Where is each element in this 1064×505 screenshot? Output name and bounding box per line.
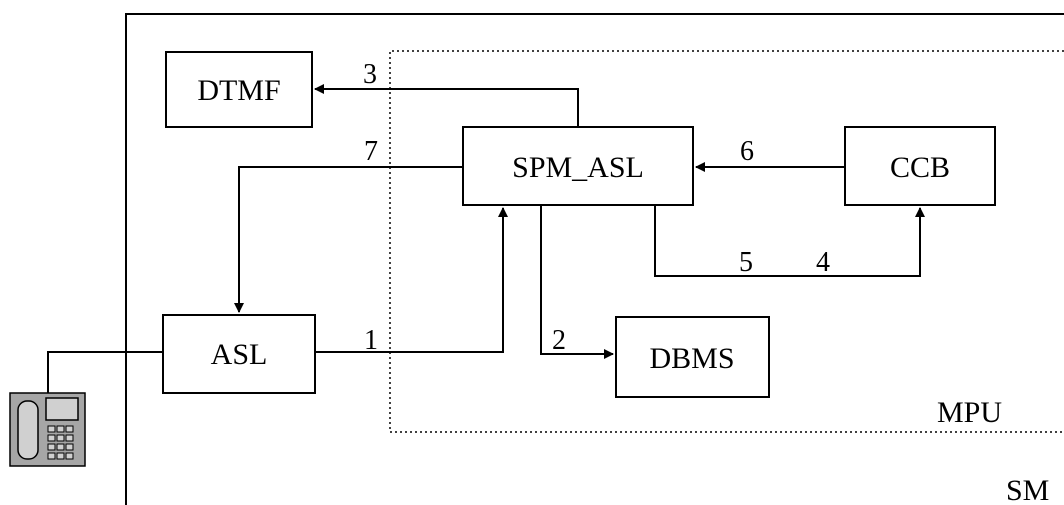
ccb-label: CCB (890, 151, 950, 184)
dbms-label: DBMS (649, 342, 734, 375)
dtmf-box[interactable]: DTMF (165, 51, 313, 128)
flow-1-label: 1 (364, 325, 378, 356)
telephone-icon[interactable] (9, 392, 86, 467)
flow-1-arrow: 1 (315, 207, 508, 356)
flow-3-arrow: 3 (314, 59, 579, 127)
flow-4-label: 4 (816, 247, 830, 278)
flow-6-arrow: 6 (695, 136, 845, 172)
spm-asl-box[interactable]: SPM_ASL (462, 126, 694, 206)
mpu-label: MPU (937, 396, 1002, 429)
sm-region: SM (125, 13, 1064, 505)
mpu-region: MPU (389, 50, 1064, 433)
dbms-box[interactable]: DBMS (615, 316, 770, 398)
flow-6-label: 6 (740, 136, 754, 167)
subscriber-line (47, 351, 163, 393)
ccb-box[interactable]: CCB (844, 126, 996, 206)
sm-label: SM (1006, 474, 1049, 505)
flow-2-arrow: 2 (540, 205, 614, 359)
flow-7-label: 7 (364, 136, 378, 167)
flow-3-label: 3 (363, 59, 377, 90)
spm-asl-label: SPM_ASL (512, 151, 644, 184)
dtmf-label: DTMF (197, 74, 280, 107)
flow-5-4-arrow: 5 4 (654, 205, 925, 278)
asl-box[interactable]: ASL (162, 314, 316, 394)
flow-7-arrow: 7 (234, 136, 463, 313)
flow-2-label: 2 (552, 325, 566, 356)
asl-label: ASL (211, 338, 268, 371)
flow-5-label: 5 (739, 247, 753, 278)
